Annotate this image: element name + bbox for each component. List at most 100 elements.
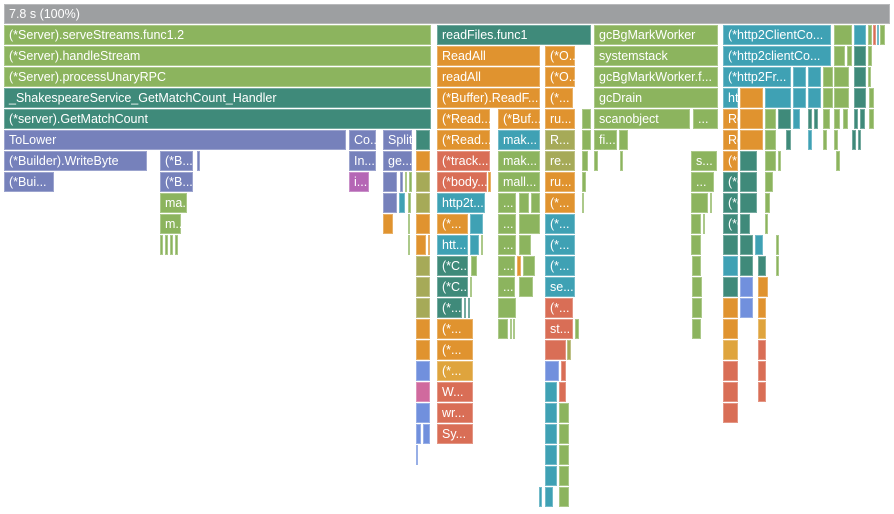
flame-block[interactable] [765, 172, 773, 192]
flame-block[interactable] [740, 277, 753, 297]
flame-block[interactable]: (*B... [160, 172, 193, 192]
flame-block[interactable] [470, 277, 472, 297]
flame-block[interactable] [519, 214, 540, 234]
flame-block[interactable] [197, 151, 200, 171]
flame-block[interactable] [758, 277, 768, 297]
flame-block[interactable]: ... [498, 277, 515, 297]
flame-block[interactable]: ... [693, 109, 718, 129]
flame-block[interactable] [834, 67, 849, 87]
flame-block[interactable] [834, 46, 845, 66]
flame-block[interactable] [740, 214, 750, 234]
flame-block[interactable] [823, 130, 827, 150]
flame-block[interactable]: wr... [437, 403, 473, 423]
flame-block[interactable] [692, 277, 702, 297]
flame-block[interactable] [582, 151, 588, 171]
flame-block[interactable] [416, 193, 430, 213]
flame-block[interactable]: (*C... [437, 277, 468, 297]
flame-block[interactable] [723, 235, 738, 255]
flame-block[interactable] [405, 172, 407, 192]
flame-block[interactable] [776, 256, 779, 276]
flame-block[interactable] [409, 172, 412, 192]
flame-block[interactable] [834, 25, 852, 45]
flame-block[interactable] [868, 25, 872, 45]
flame-block[interactable]: (*... [545, 88, 573, 108]
flame-block[interactable] [160, 235, 163, 255]
flame-block[interactable] [416, 172, 430, 192]
flame-block[interactable] [778, 109, 791, 129]
flame-block[interactable] [582, 109, 591, 129]
flame-block[interactable] [823, 109, 830, 129]
flame-block[interactable] [823, 67, 833, 87]
flame-block[interactable]: (*... [545, 235, 575, 255]
flame-block[interactable]: fi... [594, 130, 617, 150]
flame-block[interactable]: (*Server).handleStream [4, 46, 431, 66]
flame-block[interactable]: st... [545, 319, 573, 339]
flame-block[interactable] [858, 130, 861, 150]
flame-block[interactable] [545, 340, 566, 360]
flame-block[interactable] [740, 130, 763, 150]
flame-block[interactable]: ReadAll [437, 46, 540, 66]
flame-block[interactable] [582, 130, 591, 150]
flame-block[interactable] [868, 46, 872, 66]
flame-block[interactable] [786, 130, 791, 150]
flame-block[interactable] [165, 235, 168, 255]
flame-block[interactable] [510, 319, 512, 339]
flame-block[interactable] [416, 340, 430, 360]
flame-block[interactable]: Re... [723, 109, 738, 129]
flame-block[interactable] [765, 109, 776, 129]
flame-block[interactable]: (*http2ClientCo... [723, 25, 831, 45]
flame-block[interactable] [758, 298, 766, 318]
flame-block[interactable] [545, 424, 557, 444]
flame-block[interactable] [740, 172, 757, 192]
flame-block[interactable] [847, 46, 852, 66]
flame-block[interactable] [740, 193, 757, 213]
flame-block[interactable] [383, 214, 393, 234]
flame-block[interactable] [758, 340, 766, 360]
flame-block[interactable] [416, 130, 430, 150]
flame-block[interactable] [778, 151, 781, 171]
flame-block[interactable] [464, 298, 466, 318]
flame-block[interactable] [400, 172, 403, 192]
flame-block[interactable] [423, 424, 430, 444]
flame-block[interactable]: (*O... [545, 46, 575, 66]
flame-block[interactable]: (*C... [723, 214, 738, 234]
flame-block[interactable] [513, 319, 515, 339]
flame-block[interactable] [582, 172, 586, 192]
flame-block[interactable] [834, 88, 849, 108]
flame-block[interactable] [545, 466, 557, 486]
flame-block[interactable]: readFiles.func1 [437, 25, 591, 45]
flame-block[interactable] [468, 298, 470, 318]
flame-block[interactable]: In... [349, 151, 376, 171]
flame-block[interactable]: (*... [545, 214, 575, 234]
flame-block[interactable]: (*... [545, 193, 575, 213]
flame-block[interactable] [765, 193, 770, 213]
flame-block[interactable] [619, 130, 628, 150]
flame-block[interactable] [740, 109, 763, 129]
flame-block[interactable] [470, 214, 483, 234]
flame-block[interactable] [692, 319, 701, 339]
flame-block[interactable] [723, 256, 738, 276]
flame-block[interactable] [740, 298, 753, 318]
flame-block[interactable] [854, 88, 866, 108]
flame-block[interactable]: mall... [498, 172, 540, 192]
flame-block[interactable]: ... [691, 172, 714, 192]
flame-block[interactable] [408, 214, 410, 234]
flame-block[interactable]: Sy... [437, 424, 473, 444]
flame-block[interactable]: scanobject [594, 109, 690, 129]
flame-block[interactable]: (*http2Fr... [723, 67, 791, 87]
flame-block[interactable] [481, 235, 483, 255]
flame-block[interactable] [710, 193, 712, 213]
flame-block[interactable]: (*... [437, 298, 462, 318]
flame-block[interactable] [860, 109, 865, 129]
flame-block[interactable]: (*... [437, 361, 473, 381]
flame-block[interactable]: (*Read... [437, 109, 490, 129]
flame-block[interactable] [873, 25, 876, 45]
flame-block[interactable] [170, 235, 173, 255]
flame-block[interactable] [758, 382, 766, 402]
flame-block[interactable] [620, 151, 623, 171]
flame-block[interactable] [416, 214, 430, 234]
flame-block[interactable] [523, 256, 535, 276]
flame-block[interactable] [531, 193, 540, 213]
flame-block[interactable] [723, 340, 738, 360]
flame-block[interactable] [399, 193, 405, 213]
